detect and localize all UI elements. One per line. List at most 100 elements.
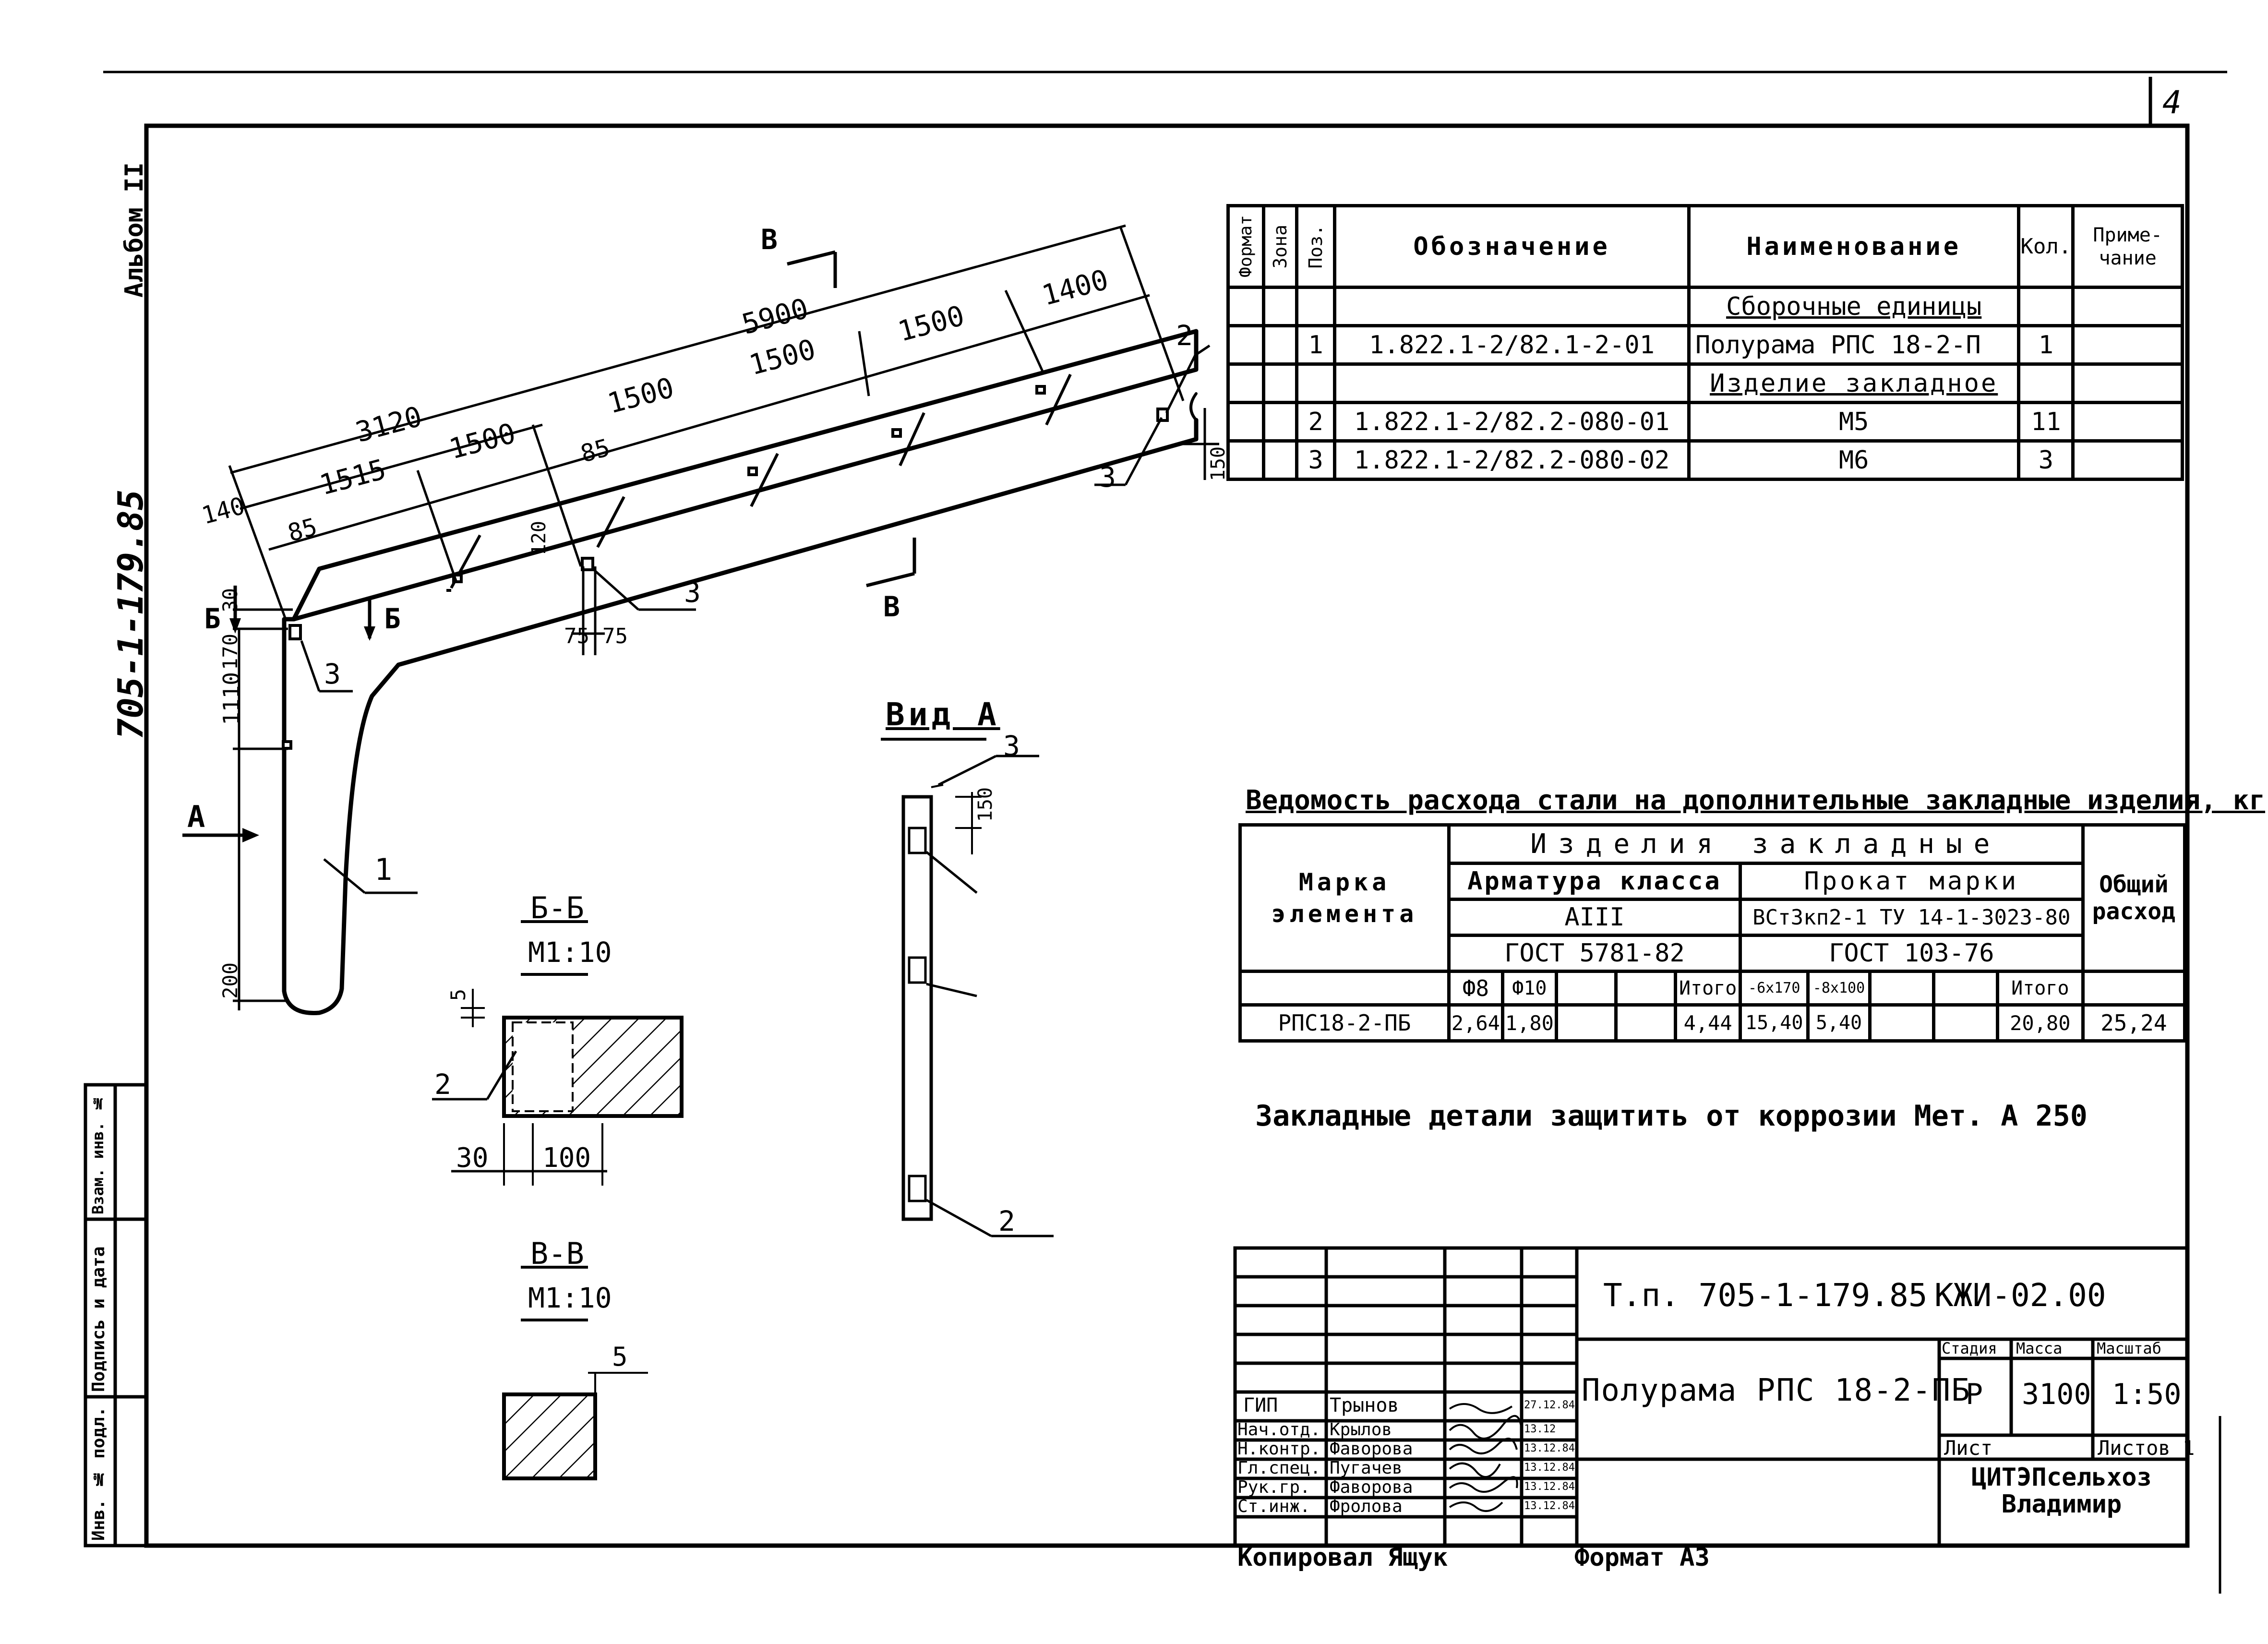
copied-by: Копировал Ящук (1237, 1543, 1448, 1572)
signatures (1449, 1403, 1523, 1512)
title-stage: Р (1966, 1378, 1983, 1411)
steel-subheader-row: Ф8 Ф10 Итого -6х170 -8х100 Итого (1238, 970, 2187, 1007)
steel-header-armature: Арматура класса (1447, 862, 1742, 901)
half-frame-outline (282, 329, 1199, 1015)
title-header-stage: Стадия (1942, 1339, 1997, 1357)
person-date-3: 13.12.84 (1524, 1442, 1575, 1454)
section-bb-scale: М1:10 (528, 936, 612, 969)
spec-row-2-qty: 11 (2017, 401, 2075, 443)
specification-table: Формат Зона Поз. Обозначение Наименовани… (1226, 204, 2184, 481)
paper-format: Формат А3 (1574, 1543, 1710, 1572)
view-a-callout-2: 2 (998, 1205, 1015, 1237)
title-mass: 3100 (2022, 1378, 2091, 1411)
person-name-1: Трынов (1330, 1394, 1399, 1416)
callout-1: 1 (374, 852, 393, 887)
dim-200: 200 (218, 962, 242, 999)
dim-120: 120 (528, 521, 550, 556)
section-bb-title: Б-Б (530, 890, 584, 925)
arrow-heads (229, 618, 375, 842)
section-vv-scale: М1:10 (528, 1282, 612, 1314)
person-name-2: Крылов (1330, 1420, 1392, 1440)
steel-sub-f8: Ф8 (1447, 970, 1504, 1007)
callout-2-end: 2 (1176, 319, 1193, 352)
spec-row-1-pos: 1 (1295, 324, 1337, 366)
person-role-2: Нач.отд. (1237, 1420, 1321, 1440)
steel-row-f8: 2,64 (1447, 1003, 1504, 1043)
spec-row-1-qty: 1 (2017, 324, 2075, 366)
view-a-dim-150: 150 (974, 787, 996, 822)
spec-row-2: 2 1.822.1-2/82.2-080-01 М5 11 (1226, 401, 2184, 443)
spec-header-name: Наименование (1687, 204, 2021, 289)
stamp-inv-original: Инв. № подл. (89, 1406, 108, 1541)
steel-row-total-rolled: 20,80 (1995, 1003, 2085, 1043)
person-role-1: ГИП (1243, 1394, 1278, 1416)
spec-row-3-qty: 3 (2017, 439, 2075, 481)
dim-30: 30 (218, 588, 242, 612)
title-header-scale: Масштаб (2097, 1339, 2161, 1357)
spec-row-1: 1 1.822.1-2/82.1-2-01 Полурама РПС 18-2-… (1226, 324, 2184, 366)
dim-75-a: 75 (564, 624, 589, 648)
steel-table-title: Ведомость расхода стали на дополнительны… (1246, 785, 2266, 816)
callout-3-mid: 3 (684, 576, 701, 609)
person-name-6: Фролова (1330, 1497, 1403, 1516)
view-mark-a: А (187, 799, 205, 834)
view-a-title: Вид А (886, 696, 1000, 733)
title-scale: 1:50 (2112, 1378, 2182, 1411)
steel-row-8x100: 5,40 (1806, 1003, 1872, 1043)
section-bb-dim-5: 5 (446, 989, 470, 1001)
bracing-lines (446, 373, 1072, 592)
person-date-5: 13.12.84 (1524, 1481, 1575, 1493)
steel-table: Марка элемента Изделия закладные Общий р… (1238, 823, 2187, 1043)
callout-leaders (300, 344, 1211, 894)
spec-row-section-embedded: Изделие закладное (1226, 362, 2184, 404)
title-block-frame (1233, 1246, 2189, 1548)
steel-row-total: 25,24 (2081, 1003, 2187, 1043)
spec-header-pos: Поз. (1305, 224, 1327, 269)
spec-row-3: 3 1.822.1-2/82.2-080-02 М6 3 (1226, 439, 2184, 481)
steel-header-mark: Марка элемента (1238, 823, 1451, 973)
section-mark-v-bottom: В (883, 590, 900, 623)
spec-section-embedded: Изделие закладное (1687, 362, 2021, 404)
callout-3-end: 3 (1099, 461, 1116, 493)
section-bb-drawing (432, 920, 684, 1186)
title-header-mass: Масса (2016, 1339, 2063, 1357)
title-organization: ЦИТЭПсельхоз Владимир (1971, 1463, 2152, 1519)
dim-1110: 1110 (218, 672, 244, 725)
steel-sub-f10: Ф10 (1500, 970, 1558, 1007)
album-label: Альбом II (120, 162, 149, 298)
spec-header-zone: Зона (1270, 224, 1291, 269)
spec-row-3-designation: 1.822.1-2/82.2-080-02 (1333, 439, 1691, 481)
section-bb-callout-2: 2 (434, 1068, 451, 1101)
section-bb-dim-100: 100 (542, 1142, 591, 1174)
person-role-3: Н.контр. (1237, 1439, 1321, 1459)
steel-sub-8x100: -8х100 (1806, 970, 1872, 1007)
title-doc-code: КЖИ-02.00 (1934, 1277, 2106, 1314)
spec-row-2-pos: 2 (1295, 401, 1337, 443)
person-date-4: 13.12.84 (1524, 1462, 1575, 1474)
stamp-signature-date: Подпись и дата (89, 1246, 108, 1392)
title-product-name: Полурама РПС 18-2-ПБ (1582, 1373, 1971, 1408)
view-a-callout-3: 3 (1003, 730, 1020, 762)
person-name-3: Фаворова (1330, 1439, 1413, 1459)
title-project-number: Т.п. 705-1-179.85 (1603, 1277, 1928, 1314)
spec-header-qty: Кол. (2017, 204, 2075, 289)
steel-header-rolled-gost: ГОСТ 103-76 (1738, 934, 2085, 973)
section-vv-title: В-В (530, 1236, 584, 1271)
spec-row-2-name: М5 (1687, 401, 2021, 443)
spec-header-format: Формат (1236, 215, 1256, 278)
section-vv-dim-5: 5 (612, 1342, 628, 1372)
section-mark-b-right: Б (384, 602, 401, 635)
embedded-plates (282, 385, 1169, 750)
dim-170: 170 (218, 634, 242, 670)
steel-sub-total-armature: Итого (1674, 970, 1742, 1007)
steel-header-armature-class: АIII (1447, 898, 1742, 937)
section-mark-b-left: Б (204, 602, 221, 635)
steel-header-rolled: Прокат марки (1738, 862, 2085, 901)
section-bb-dim-30: 30 (456, 1142, 489, 1174)
steel-row-6x170: 15,40 (1738, 1003, 1810, 1043)
steel-row-mark: РПС18-2-ПБ (1238, 1003, 1451, 1043)
steel-sub-6x170: -6х170 (1738, 970, 1810, 1007)
person-date-6: 13.12.84 (1524, 1500, 1575, 1512)
person-role-4: Гл.спец. (1237, 1458, 1321, 1478)
